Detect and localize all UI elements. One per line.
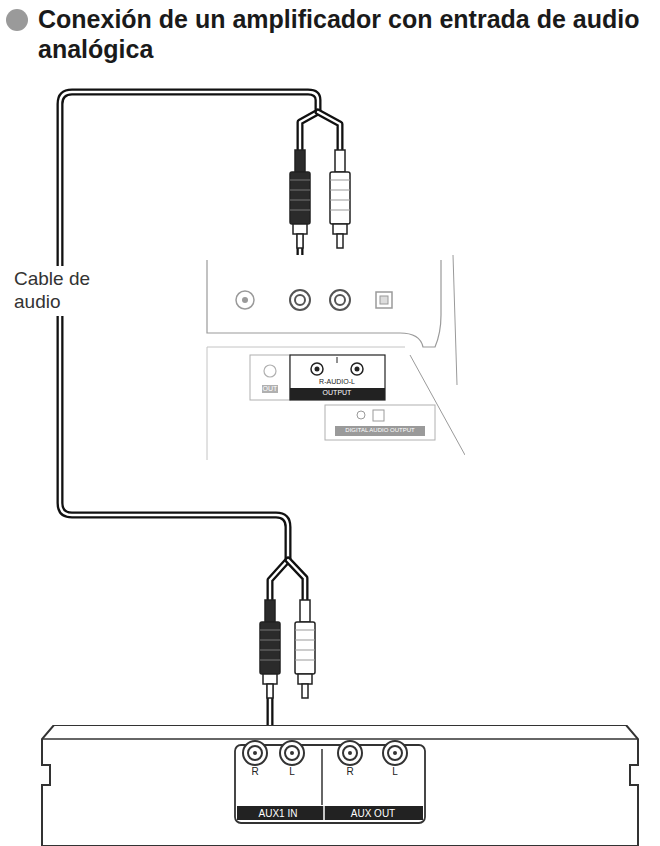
plug-pin bbox=[297, 234, 303, 248]
plug-collar bbox=[293, 224, 307, 234]
circle-shape bbox=[311, 363, 323, 375]
path-shape bbox=[321, 749, 323, 805]
circle-shape bbox=[295, 295, 305, 305]
plug-grip bbox=[330, 190, 350, 191]
plug-grip bbox=[290, 180, 310, 181]
path-shape bbox=[207, 347, 405, 460]
circle-shape bbox=[348, 751, 352, 755]
plug-grip bbox=[260, 640, 280, 641]
path-shape bbox=[337, 357, 338, 363]
circle-shape bbox=[335, 295, 345, 305]
rect-shape bbox=[325, 405, 435, 440]
plug-pin bbox=[267, 684, 273, 698]
plug-grip bbox=[330, 210, 350, 211]
circle-shape bbox=[388, 746, 402, 760]
plug-pin bbox=[302, 684, 308, 698]
cable-branch bbox=[288, 560, 305, 600]
circle-shape bbox=[383, 741, 407, 765]
amplifier-rear-panel: R L R L AUX1 IN AUX OUT bbox=[40, 725, 640, 846]
plug-grip bbox=[295, 630, 315, 631]
circle-shape bbox=[280, 741, 304, 765]
rect-shape bbox=[237, 806, 423, 820]
cable-inner bbox=[60, 92, 318, 725]
jack-label: OUT bbox=[262, 385, 279, 393]
amplifier-rear-panel-outline bbox=[40, 725, 640, 846]
plug-grip bbox=[295, 660, 315, 661]
channel-label: R bbox=[345, 766, 354, 777]
path-shape bbox=[42, 725, 638, 846]
circle-shape bbox=[248, 746, 262, 760]
circle-shape bbox=[285, 746, 299, 760]
circle-shape bbox=[264, 365, 276, 377]
cable-label: Cable de audio bbox=[14, 266, 106, 316]
plug-grip bbox=[290, 210, 310, 211]
circle-shape bbox=[393, 751, 397, 755]
plug-collar bbox=[333, 224, 347, 234]
panel-label: DIGITAL AUDIO OUTPUT bbox=[344, 427, 415, 434]
plug-grip bbox=[295, 650, 315, 651]
plug-boot bbox=[295, 150, 305, 172]
cable-outer bbox=[60, 92, 318, 725]
plug-grip bbox=[260, 660, 280, 661]
rect-shape bbox=[335, 426, 425, 436]
channel-label: R bbox=[250, 766, 259, 777]
jack-label: R-AUDIO-L bbox=[318, 378, 356, 386]
channel-label: L bbox=[391, 766, 399, 777]
plug-grip bbox=[290, 190, 310, 191]
rect-shape bbox=[376, 292, 392, 308]
plug-collar bbox=[298, 674, 312, 684]
circle-shape bbox=[357, 411, 365, 419]
circle-shape bbox=[290, 751, 294, 755]
plug-collar bbox=[263, 674, 277, 684]
cable-branch bbox=[288, 560, 305, 600]
circle-shape bbox=[338, 741, 362, 765]
plug-grip bbox=[295, 640, 315, 641]
plug-grip bbox=[290, 200, 310, 201]
circle-shape bbox=[351, 363, 363, 375]
plug-boot bbox=[335, 150, 345, 172]
plug-grip bbox=[260, 650, 280, 651]
circle-shape bbox=[290, 290, 310, 310]
circle-shape bbox=[343, 746, 357, 760]
circle-shape bbox=[315, 367, 320, 372]
plug-boot bbox=[265, 600, 275, 622]
path-shape bbox=[207, 260, 441, 347]
plug-body bbox=[295, 622, 315, 674]
cable-branch bbox=[318, 112, 340, 150]
plug-grip bbox=[330, 200, 350, 201]
channel-label: L bbox=[288, 766, 296, 777]
circle-shape bbox=[242, 297, 248, 303]
rect-shape bbox=[290, 355, 385, 400]
rect-shape bbox=[290, 388, 385, 400]
rect-shape bbox=[380, 296, 388, 304]
plug-body bbox=[330, 172, 350, 224]
circle-shape bbox=[243, 741, 267, 765]
panel-label: OUTPUT bbox=[322, 389, 353, 397]
circle-shape bbox=[330, 290, 350, 310]
path-shape bbox=[323, 806, 325, 820]
circle-shape bbox=[236, 291, 254, 309]
cable-branch bbox=[318, 112, 340, 150]
diagram-title: Conexión de un amplificador con entrada … bbox=[38, 4, 653, 64]
plug-boot bbox=[300, 600, 310, 622]
rect-shape bbox=[373, 410, 384, 421]
circle-shape bbox=[355, 367, 360, 372]
title-bullet bbox=[6, 9, 28, 31]
plug-grip bbox=[330, 180, 350, 181]
rect-shape bbox=[250, 355, 290, 400]
port-label: AUX OUT bbox=[350, 808, 396, 819]
plug-body bbox=[290, 172, 310, 224]
tv-rear-panel: OUT R-AUDIO-L OUTPUT DIGITAL AUDIO OUTPUT bbox=[195, 255, 465, 460]
port-label: AUX1 IN bbox=[258, 808, 299, 819]
plug-grip bbox=[260, 630, 280, 631]
tv-rear-panel-outline bbox=[195, 255, 465, 460]
path-shape bbox=[42, 738, 638, 740]
plug-body bbox=[260, 622, 280, 674]
circle-shape bbox=[253, 751, 257, 755]
plug-pin bbox=[337, 234, 343, 248]
audio-cable bbox=[60, 92, 318, 725]
